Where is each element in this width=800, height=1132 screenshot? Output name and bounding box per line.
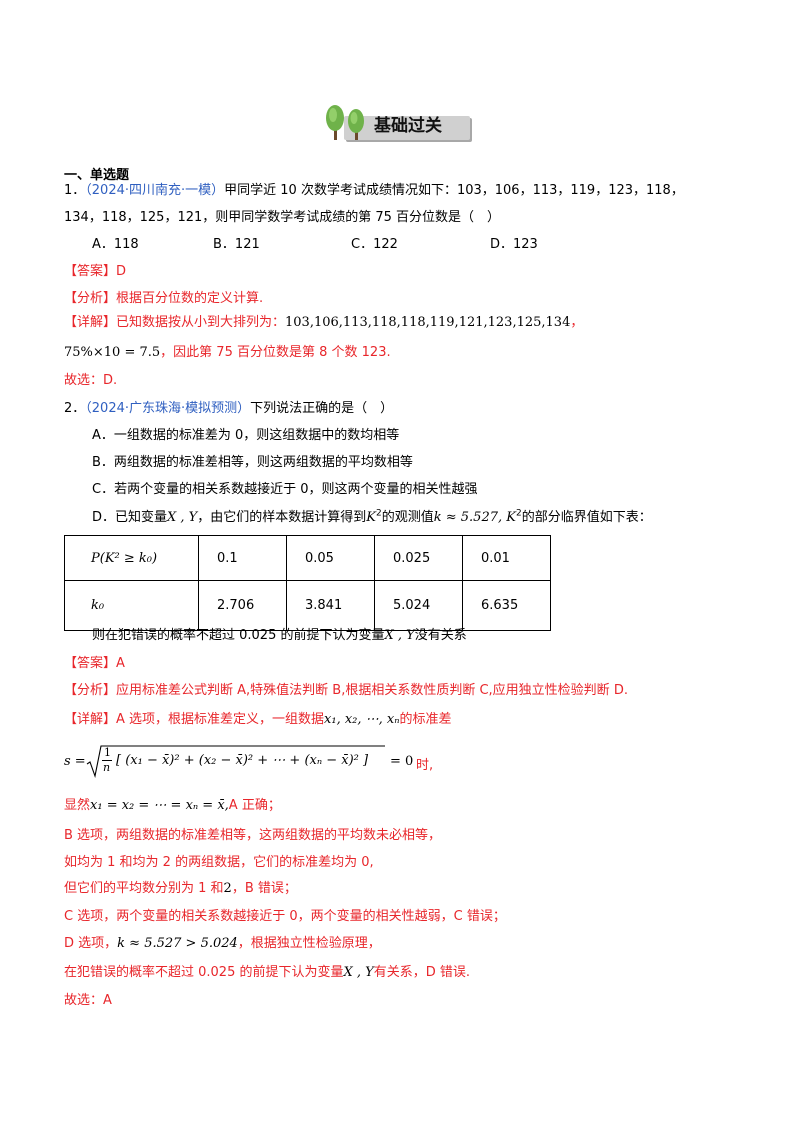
- question-1-line1: 1．（2024·四川南充·一模）甲同学近 10 次数学考试成绩情况如下：103，…: [64, 179, 684, 198]
- formula-frac-bar: [102, 760, 112, 761]
- line-b-2: 如均为 1 和均为 2 的两组数据，它们的标准差均为 0,: [64, 855, 374, 870]
- question-1-stem: 甲同学近 10 次数学考试成绩情况如下：103，106，113，119，123，…: [224, 183, 684, 198]
- line-obvious: 显然x₁ = x₂ = ⋯ = xₙ = x̄,A 正确；: [64, 794, 281, 813]
- table-cell: 6.635: [462, 580, 551, 631]
- formula-lhs: s =: [64, 754, 86, 769]
- line-obvious-math: x₁ = x₂ = ⋯ = xₙ = x̄,: [90, 798, 229, 813]
- critical-value-table: P(K² ≥ k₀) 0.1 0.05 0.025 0.01 k₀ 2.706 …: [64, 535, 551, 631]
- question-1-detail-label: 【详解】已知数据按从小到大排列为：: [64, 315, 286, 330]
- question-1-calc-text: ，因此第 75 百分位数是第 8 个数 123.: [160, 345, 391, 360]
- question-2-option-c: C．若两个变量的相关系数越接近于 0，则这两个变量的相关性越强: [92, 482, 478, 497]
- line-b-3-a: 但它们的平均数分别为 1 和: [64, 881, 224, 896]
- formula-tail: 时,: [416, 758, 434, 773]
- question-2-option-d-line2-a: 则在犯错误的概率不超过 0.025 的前提下认为变量: [92, 628, 385, 643]
- question-2-option-b: B．两组数据的标准差相等，则这两组数据的平均数相等: [92, 455, 413, 470]
- question-1-conclusion: 故选：D.: [64, 373, 118, 388]
- section-heading: 一、单选题: [64, 168, 130, 183]
- question-2-analysis: 【分析】应用标准差公式判断 A,特殊值法判断 B,根据相关系数性质判断 C,应用…: [64, 683, 628, 698]
- line-d-1-b: ，根据独立性检验原理，: [237, 936, 381, 951]
- line-d-2-vars: X , Y: [343, 965, 374, 980]
- table-row: k₀ 2.706 3.841 5.024 6.635: [64, 580, 551, 631]
- question-2-option-a: A．一组数据的标准差为 0，则这组数据中的数均相等: [92, 428, 400, 443]
- tree-icon: [326, 105, 364, 140]
- question-1-number: 1．: [64, 183, 86, 198]
- question-2-conclusion: 故选：A: [64, 993, 112, 1008]
- question-1-answer: 【答案】D: [64, 264, 127, 279]
- question-1-analysis: 【分析】根据百分位数的定义计算.: [64, 291, 264, 306]
- question-2-detail-vars: x₁, x₂, ⋯, xₙ: [324, 712, 400, 727]
- sqrt-sign-icon: [86, 745, 385, 778]
- question-2-detail-tail: 的标准差: [399, 712, 452, 727]
- question-2-option-d-mid2: 的观测值: [381, 510, 434, 525]
- formula-rhs: = 0: [390, 754, 414, 769]
- question-2-option-d-prefix: D．已知变量: [92, 510, 168, 525]
- line-d-1-a: D 选项，: [64, 936, 118, 951]
- line-b-3-two: 2: [223, 881, 232, 896]
- formula-frac-num: 1: [104, 746, 111, 759]
- question-2-option-d-k2-exp: 2: [375, 508, 382, 519]
- question-2-detail-label: 【详解】A 选项，根据标准差定义，一组数据: [64, 712, 325, 727]
- line-d-2-b: 有关系，D 错误.: [373, 965, 470, 980]
- question-2-option-d-line2-b: 没有关系: [414, 628, 467, 643]
- line-b-1: B 选项，两组数据的标准差相等，这两组数据的平均数未必相等，: [64, 828, 442, 843]
- line-d-1: D 选项，k ≈ 5.527 > 5.024，根据独立性检验原理，: [64, 932, 381, 951]
- table-cell: 0.05: [286, 535, 375, 581]
- question-2-line1: 2．（2024·广东珠海·模拟预测）下列说法正确的是（ ）: [64, 397, 393, 416]
- question-1-option-a: A．118: [92, 237, 139, 252]
- table-header-k0: k₀: [64, 580, 199, 631]
- line-d-2: 在犯错误的概率不超过 0.025 的前提下认为变量X , Y有关系，D 错误.: [64, 961, 470, 980]
- table-cell: 5.024: [374, 580, 463, 631]
- question-1-option-b: B．121: [213, 237, 260, 252]
- formula-body: [ (x₁ − x̄)² + (x₂ − x̄)² + ⋯ + (xₙ − x̄…: [116, 753, 369, 768]
- question-2-source: （2024·广东珠海·模拟预测）: [85, 401, 251, 416]
- question-1-line2: 134，118，125，121，则甲同学数学考试成绩的第 75 百分位数是（ ）: [64, 210, 501, 225]
- question-1-calc-line: 75%×10 = 7.5，因此第 75 百分位数是第 8 个数 123.: [64, 341, 391, 360]
- section-banner: 基础过关: [322, 98, 472, 144]
- question-2-option-d-mid: ，由它们的样本数据计算得到: [197, 510, 367, 525]
- question-2-number: 2．: [64, 401, 86, 416]
- question-2-option-d-k2: K: [366, 510, 376, 525]
- table-row: P(K² ≥ k₀) 0.1 0.05 0.025 0.01: [64, 535, 551, 581]
- question-2-option-d-tail: 的部分临界值如下表：: [521, 510, 652, 525]
- line-b-3: 但它们的平均数分别为 1 和2，B 错误；: [64, 877, 297, 896]
- question-2-option-d-kval: k ≈ 5.527, K: [433, 510, 516, 525]
- table-cell: 2.706: [198, 580, 287, 631]
- formula-frac-den: n: [103, 761, 111, 774]
- question-2-option-d-line2-vars: X , Y: [384, 628, 415, 643]
- line-c: C 选项，两个变量的相关系数越接近于 0，两个变量的相关性越弱，C 错误；: [64, 909, 506, 924]
- question-2-option-d-kval-exp: 2: [515, 508, 522, 519]
- question-1-option-c: C．122: [351, 237, 398, 252]
- question-1-detail: 【详解】已知数据按从小到大排列为：103,106,113,118,118,119…: [64, 311, 583, 330]
- question-1-calc: 75%×10 = 7.5: [64, 345, 161, 360]
- question-2-option-d: D．已知变量X , Y，由它们的样本数据计算得到K2的观测值k ≈ 5.527,…: [92, 506, 652, 525]
- table-cell: 0.1: [198, 535, 287, 581]
- question-2-option-d-line2: 则在犯错误的概率不超过 0.025 的前提下认为变量X , Y没有关系: [92, 624, 467, 643]
- line-obvious-b: A 正确；: [228, 798, 281, 813]
- question-2-option-d-vars: X , Y: [167, 510, 198, 525]
- banner-title: 基础过关: [374, 116, 442, 136]
- question-2-stem: 下列说法正确的是（ ）: [250, 401, 394, 416]
- question-1-source: （2024·四川南充·一模）: [85, 183, 225, 198]
- table-cell: 0.01: [462, 535, 551, 581]
- table-header-p: P(K² ≥ k₀): [64, 535, 199, 581]
- question-1-sorted-tail: ，: [570, 315, 584, 330]
- line-b-3-b: ，B 错误；: [231, 881, 297, 896]
- line-d-2-a: 在犯错误的概率不超过 0.025 的前提下认为变量: [64, 965, 344, 980]
- table-cell: 3.841: [286, 580, 375, 631]
- question-2-detail: 【详解】A 选项，根据标准差定义，一组数据x₁, x₂, ⋯, xₙ的标准差: [64, 708, 452, 727]
- table-cell: 0.025: [374, 535, 463, 581]
- line-obvious-a: 显然: [64, 798, 91, 813]
- line-d-1-math: k ≈ 5.527 > 5.024: [117, 936, 238, 951]
- question-2-answer: 【答案】A: [64, 656, 125, 671]
- question-1-sorted-data: 103,106,113,118,118,119,121,123,125,134: [285, 315, 571, 330]
- banner-strip: [344, 116, 470, 140]
- question-1-option-d: D．123: [490, 237, 538, 252]
